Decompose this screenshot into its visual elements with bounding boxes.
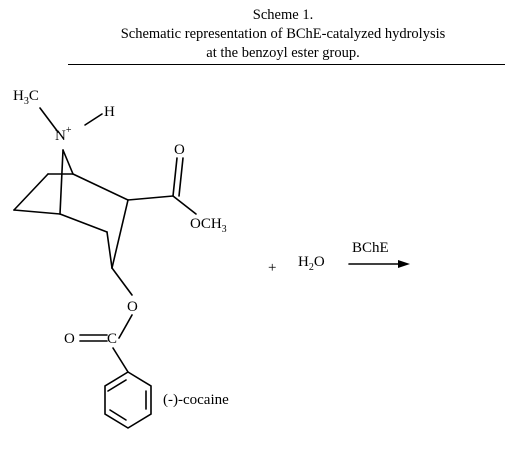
bond-n-bridgehead-right bbox=[62, 149, 74, 175]
bond-o-carbonyl bbox=[118, 314, 133, 339]
bond-c3-o bbox=[111, 267, 133, 296]
scheme-number: Scheme 1. bbox=[252, 7, 314, 23]
benzoyl-oxygen-label: O bbox=[64, 331, 75, 347]
benzene-double-1 bbox=[107, 379, 127, 392]
bond-ester-carbonyl-b bbox=[178, 157, 184, 197]
benzene-double-3 bbox=[109, 409, 127, 421]
compound-name: (-)-cocaine bbox=[163, 392, 229, 408]
scheme-title-line1: Schematic representation of BChE-catalyz… bbox=[120, 26, 446, 42]
plus-sign: + bbox=[268, 260, 276, 276]
bond-n-bridgehead-left bbox=[59, 149, 64, 215]
scheme-title-line2: at the benzoyl ester group. bbox=[206, 45, 360, 61]
bond-carbonyl-phenyl bbox=[112, 347, 129, 373]
n-hydrogen-label: H bbox=[104, 104, 115, 120]
ester-oxygen-label: O bbox=[127, 299, 138, 315]
bond-bridge-3 bbox=[13, 209, 61, 215]
enzyme-label: BChE bbox=[352, 240, 389, 256]
bond-c2-ester bbox=[127, 195, 174, 201]
benzoyl-carbon-label: C bbox=[107, 331, 117, 347]
bond-n-h bbox=[84, 113, 103, 126]
methyl-h-label: H3C bbox=[13, 88, 39, 107]
benzene-ring bbox=[104, 371, 152, 429]
bond-ester-methoxy bbox=[172, 195, 197, 215]
bond-c2-c3 bbox=[111, 199, 129, 269]
water-label: H2O bbox=[298, 254, 325, 273]
reaction-arrow-head bbox=[398, 260, 410, 268]
title-rule bbox=[68, 64, 505, 65]
bond-bridge-2 bbox=[13, 173, 49, 211]
carbonyl-oxygen-label: O bbox=[174, 142, 185, 158]
bond-methyl-n bbox=[39, 107, 59, 133]
nitrogen-label: N+ bbox=[55, 125, 72, 144]
cocaine-structure bbox=[13, 107, 197, 373]
bond-c4-c3 bbox=[106, 231, 113, 269]
bond-c5-c4 bbox=[59, 213, 108, 233]
benzene-hexagon bbox=[104, 371, 152, 429]
bond-c1-c2 bbox=[72, 173, 129, 201]
bond-ester-carbonyl-a bbox=[172, 157, 178, 197]
methoxy-label: OCH3 bbox=[190, 216, 227, 235]
